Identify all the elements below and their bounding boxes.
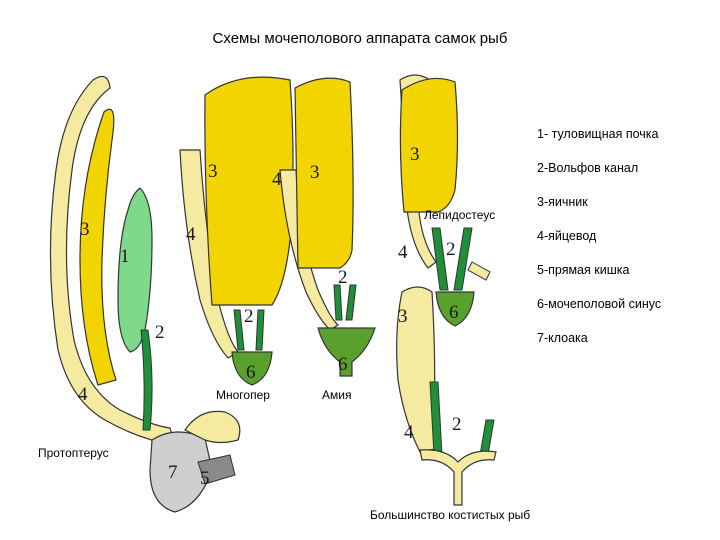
legend: 1- туловищная почка 2-Вольфов канал 3-яи…	[537, 127, 661, 365]
label-4-teleost: 4	[404, 422, 414, 443]
teleost-wolffian-ducts	[429, 381, 495, 456]
amia-schema: 3 4 2 6	[272, 77, 376, 377]
caption-lepisosteus: Лепидостеус	[424, 208, 496, 222]
lepisosteus-wolffian-ducts	[431, 227, 473, 291]
lepisosteus-ovary	[399, 77, 459, 213]
caption-amia: Амия	[322, 388, 352, 402]
legend-item-6: 6-мочеполовой синус	[537, 297, 662, 311]
polypterus-schema: 3 4 2 6	[179, 76, 294, 386]
teleost-sinus	[419, 449, 497, 506]
protopterus-bladder	[184, 410, 241, 444]
label-2-polypterus: 2	[244, 306, 254, 327]
label-2-amia: 2	[338, 267, 348, 288]
label-2-lepisosteus: 2	[446, 239, 456, 260]
label-1-protopterus: 1	[120, 246, 130, 267]
protopterus-rectum	[197, 454, 236, 485]
amia-wolffian-ducts	[333, 284, 357, 321]
amia-sinus	[317, 327, 376, 377]
label-2-protopterus: 2	[155, 322, 165, 343]
label-3-polypterus: 3	[208, 161, 218, 182]
lepisosteus-duct-right	[467, 261, 491, 281]
label-4-lepisosteus: 4	[398, 242, 408, 263]
label-6-polypterus: 6	[246, 362, 256, 383]
protopterus-cloaca	[149, 431, 213, 513]
legend-item-4: 4-яйцевод	[537, 229, 597, 243]
label-4-protopterus: 4	[78, 384, 88, 405]
lepisosteus-sinus	[435, 291, 475, 327]
teleost-schema: 3 4 2	[396, 286, 497, 506]
protopterus-schema: 3 1 2 4 7 5	[49, 75, 241, 513]
label-4-polypterus: 4	[186, 224, 196, 245]
label-3-amia: 3	[310, 162, 320, 183]
polypterus-ovary	[204, 76, 294, 306]
polypterus-sinus	[231, 351, 273, 386]
label-6-lepisosteus: 6	[449, 302, 459, 323]
legend-item-1: 1- туловищная почка	[537, 127, 659, 141]
caption-teleosts: Большинство костистых рыб	[370, 508, 531, 522]
protopterus-kidney	[117, 187, 153, 353]
label-7-protopterus: 7	[168, 462, 178, 483]
lepisosteus-schema: 3 4 2 6	[398, 74, 491, 327]
label-3-teleost: 3	[398, 306, 408, 327]
protopterus-oviduct	[49, 75, 176, 446]
amia-ovary	[294, 77, 354, 269]
label-6-amia: 6	[338, 354, 348, 375]
label-5-protopterus: 5	[200, 468, 210, 489]
legend-item-7: 7-клоака	[537, 331, 588, 345]
legend-item-2: 2-Вольфов канал	[537, 161, 639, 175]
label-3-protopterus: 3	[80, 219, 90, 240]
polypterus-wolffian-ducts	[233, 309, 265, 351]
diagram-title: Схемы мочеполового аппарата самок рыб	[212, 30, 508, 47]
caption-protopterus: Протоптерус	[38, 446, 109, 460]
protopterus-wolffian-duct	[140, 329, 153, 431]
label-3-lepisosteus: 3	[410, 144, 420, 165]
legend-item-5: 5-прямая кишка	[537, 263, 630, 277]
label-4-amia: 4	[272, 169, 282, 190]
protopterus-ovary	[79, 108, 117, 386]
label-2-teleost: 2	[452, 414, 462, 435]
legend-item-3: 3-яичник	[537, 195, 588, 209]
caption-polypterus: Многопер	[216, 388, 270, 402]
